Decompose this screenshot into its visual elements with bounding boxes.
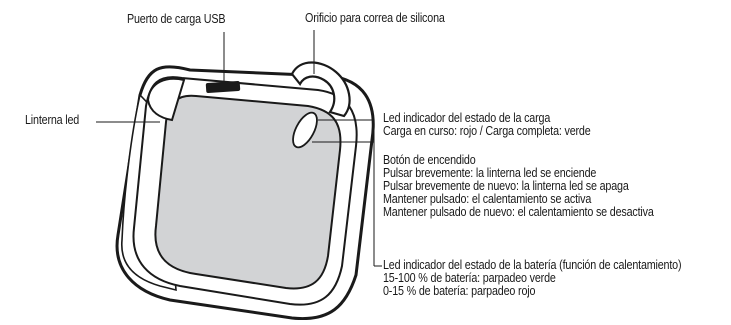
flashlight-lens [146, 77, 186, 122]
charge-led-line1: Carga en curso: rojo / Carga completa: v… [383, 124, 591, 138]
label-strap-hole: Orificio para correa de silicona [305, 11, 445, 25]
power-button-line3: Mantener pulsado: el calentamiento se ac… [383, 192, 592, 206]
label-battery-led: Led indicador del estado de la batería (… [383, 258, 682, 298]
battery-led-line2: 0-15 % de batería: parpadeo rojo [383, 284, 536, 298]
power-button-line4: Mantener pulsado de nuevo: el calentamie… [383, 205, 654, 219]
battery-led-line1: 15-100 % de batería: parpadeo verde [383, 271, 556, 285]
label-power-button: Botón de encendido Pulsar brevemente: la… [383, 154, 654, 219]
battery-led-title: Led indicador del estado de la batería (… [383, 258, 682, 272]
label-flashlight: Linterna led [25, 113, 80, 127]
power-button-line2: Pulsar brevemente de nuevo: la linterna … [383, 179, 629, 193]
strap-loop [290, 61, 351, 118]
leader-lines [96, 30, 382, 267]
usb-port [205, 80, 241, 94]
label-charge-led: Led indicador del estado de la carga Car… [383, 112, 591, 138]
charge-led-title: Led indicador del estado de la carga [383, 111, 551, 125]
power-button-title: Botón de encendido [383, 153, 476, 167]
power-button-line1: Pulsar brevemente: la linterna led se en… [383, 166, 597, 180]
power-button [292, 111, 318, 149]
label-usb-port: Puerto de carga USB [127, 12, 226, 26]
